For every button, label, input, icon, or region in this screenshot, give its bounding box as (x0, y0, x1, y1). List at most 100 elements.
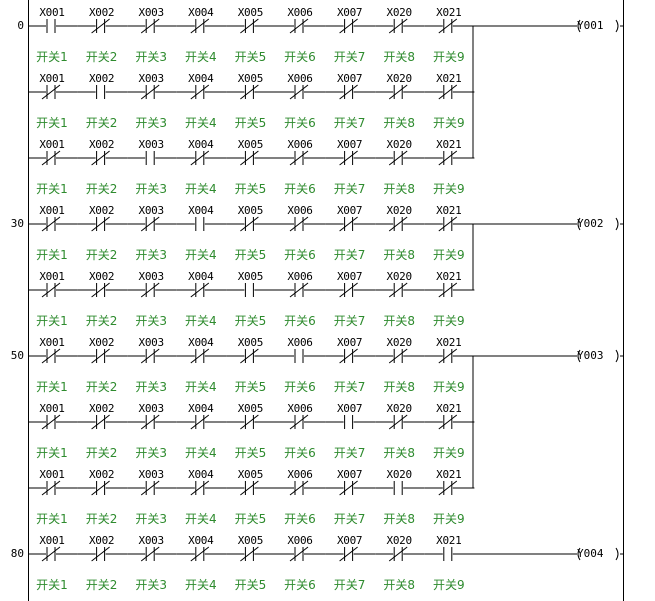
nc-contact[interactable] (436, 281, 460, 299)
nc-contact[interactable] (337, 149, 361, 167)
output-coil[interactable]: Y003 (577, 349, 604, 362)
nc-contact[interactable] (386, 545, 410, 563)
nc-contact[interactable] (237, 545, 261, 563)
contact-comment: 开关7 (333, 248, 366, 262)
nc-contact[interactable] (138, 413, 162, 431)
no-contact[interactable] (386, 479, 410, 497)
nc-contact[interactable] (138, 545, 162, 563)
nc-contact[interactable] (89, 347, 113, 365)
nc-contact[interactable] (138, 17, 162, 35)
nc-contact[interactable] (436, 149, 460, 167)
contact-device-label: X003 (138, 534, 165, 547)
nc-contact[interactable] (138, 83, 162, 101)
nc-contact[interactable] (287, 17, 311, 35)
nc-contact[interactable] (89, 281, 113, 299)
contact-device-label: X001 (39, 72, 65, 85)
nc-contact[interactable] (337, 215, 361, 233)
nc-contact[interactable] (237, 347, 261, 365)
nc-contact[interactable] (188, 413, 212, 431)
nc-contact[interactable] (436, 347, 460, 365)
no-contact[interactable] (237, 281, 261, 299)
nc-contact[interactable] (436, 413, 460, 431)
contact-comment: 开关6 (284, 314, 316, 328)
nc-contact[interactable] (39, 149, 63, 167)
nc-contact[interactable] (337, 83, 361, 101)
nc-contact[interactable] (337, 347, 361, 365)
nc-contact[interactable] (287, 545, 311, 563)
nc-contact[interactable] (39, 347, 63, 365)
nc-contact[interactable] (237, 17, 261, 35)
nc-contact[interactable] (39, 479, 63, 497)
no-contact[interactable] (39, 17, 63, 35)
nc-contact[interactable] (188, 347, 212, 365)
nc-contact[interactable] (138, 479, 162, 497)
nc-contact[interactable] (287, 479, 311, 497)
nc-contact[interactable] (287, 281, 311, 299)
no-contact[interactable] (436, 545, 460, 563)
nc-contact[interactable] (436, 215, 460, 233)
no-contact[interactable] (287, 347, 311, 365)
nc-contact[interactable] (237, 479, 261, 497)
nc-contact[interactable] (386, 413, 410, 431)
nc-contact[interactable] (188, 149, 212, 167)
nc-contact[interactable] (188, 281, 212, 299)
nc-contact[interactable] (39, 413, 63, 431)
nc-contact[interactable] (287, 83, 311, 101)
nc-contact[interactable] (386, 347, 410, 365)
nc-contact[interactable] (188, 479, 212, 497)
nc-contact[interactable] (386, 281, 410, 299)
no-contact[interactable] (337, 413, 361, 431)
nc-contact[interactable] (237, 215, 261, 233)
no-contact[interactable] (138, 149, 162, 167)
nc-contact[interactable] (39, 215, 63, 233)
nc-contact[interactable] (39, 545, 63, 563)
nc-contact[interactable] (386, 17, 410, 35)
nc-contact[interactable] (436, 83, 460, 101)
contact-comment: 开关3 (135, 446, 167, 460)
nc-contact[interactable] (237, 413, 261, 431)
nc-contact[interactable] (138, 281, 162, 299)
no-contact[interactable] (89, 83, 113, 101)
nc-contact[interactable] (386, 149, 410, 167)
nc-contact[interactable] (337, 545, 361, 563)
nc-contact[interactable] (386, 215, 410, 233)
nc-contact[interactable] (89, 17, 113, 35)
nc-contact[interactable] (89, 215, 113, 233)
contact-comment: 开关5 (234, 314, 267, 328)
nc-contact[interactable] (188, 545, 212, 563)
nc-contact[interactable] (89, 545, 113, 563)
nc-contact[interactable] (89, 413, 113, 431)
no-contact[interactable] (188, 215, 212, 233)
contact-device-label: X002 (88, 6, 115, 19)
contact-device-label: X004 (188, 336, 214, 349)
nc-contact[interactable] (386, 83, 410, 101)
nc-contact[interactable] (337, 479, 361, 497)
nc-contact[interactable] (337, 17, 361, 35)
nc-contact[interactable] (287, 215, 311, 233)
contact-comment: 开关8 (383, 314, 415, 328)
contact-device-label: X006 (287, 336, 313, 349)
nc-contact[interactable] (237, 149, 261, 167)
output-coil[interactable]: Y001 (577, 19, 604, 32)
nc-contact[interactable] (188, 83, 212, 101)
nc-contact[interactable] (89, 479, 113, 497)
nc-contact[interactable] (436, 479, 460, 497)
nc-contact-slash (140, 414, 160, 430)
nc-contact[interactable] (436, 17, 460, 35)
nc-contact[interactable] (138, 347, 162, 365)
output-coil[interactable]: Y002 (577, 217, 604, 230)
contact-comment: 开关7 (333, 50, 366, 64)
nc-contact[interactable] (89, 149, 113, 167)
contact-device-label: X004 (188, 468, 214, 481)
output-coil[interactable]: Y004 (577, 547, 604, 560)
contact-comment: 开关6 (284, 380, 316, 394)
nc-contact[interactable] (188, 17, 212, 35)
nc-contact[interactable] (39, 281, 63, 299)
nc-contact[interactable] (138, 215, 162, 233)
nc-contact[interactable] (237, 83, 261, 101)
nc-contact[interactable] (287, 413, 311, 431)
nc-contact[interactable] (337, 281, 361, 299)
nc-contact[interactable] (287, 149, 311, 167)
nc-contact[interactable] (39, 83, 63, 101)
